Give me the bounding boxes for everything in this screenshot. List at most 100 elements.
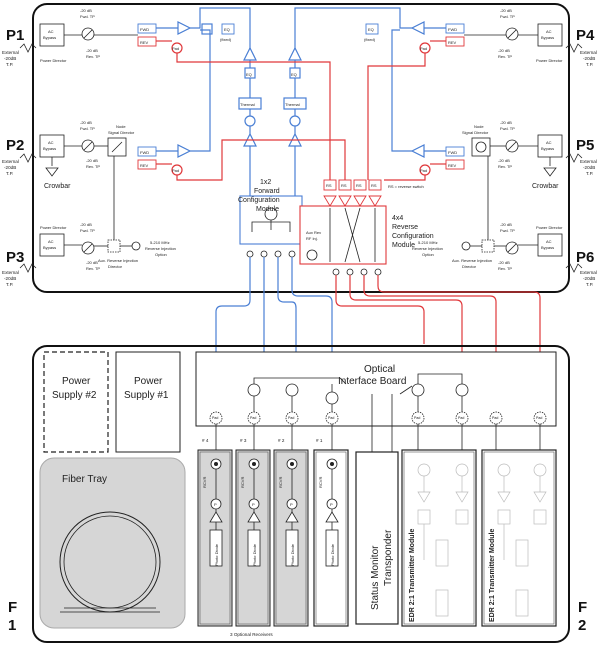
svg-text:1x2: 1x2: [260, 179, 271, 186]
svg-text:T.P.: T.P.: [6, 62, 13, 67]
svg-text:REV: REV: [448, 40, 457, 45]
svg-text:Interface Board: Interface Board: [338, 376, 406, 387]
eq-right: EQ (fixed): [364, 23, 379, 42]
power-supply-2: Power Supply #2: [43, 351, 109, 453]
pad-tx2b: Pad: [536, 416, 542, 420]
rs-3: [353, 179, 367, 191]
fwd-rev-left-1: FWD REV: [137, 23, 157, 47]
external-tp-right-3: External -20dB T.P.: [580, 270, 597, 287]
svg-text:Signal Director: Signal Director: [108, 130, 135, 135]
crowbar-right: Crowbar: [532, 157, 559, 190]
ac-bypass-p2: AC Bypass: [39, 134, 65, 158]
svg-text:5-210 MHz: 5-210 MHz: [150, 240, 170, 245]
pad-tx2a: Pad: [492, 416, 498, 420]
svg-text:Rev. TP: Rev. TP: [498, 266, 512, 271]
pad-tx1b: Pad: [458, 416, 464, 420]
svg-text:Fwd. TP: Fwd. TP: [500, 14, 515, 19]
fwd-rev-right-1: FWD REV: [445, 23, 465, 47]
svg-text:Photo Diode: Photo Diode: [252, 543, 257, 566]
svg-text:Fwd. TP: Fwd. TP: [80, 228, 95, 233]
power-supply-1: Power Supply #1: [115, 351, 181, 453]
fwd-rev-right-2: FWD REV: [445, 146, 465, 170]
pad-l2: Pad: [172, 168, 179, 173]
svg-text:-20 dB: -20 dB: [500, 120, 512, 125]
rs-1: [323, 179, 337, 191]
svg-text:4x4: 4x4: [392, 215, 403, 222]
svg-text:Option: Option: [422, 252, 434, 257]
pad-l1: Pad: [172, 46, 179, 51]
aux-rev-inj-left: Aux. Reverse Injection Director 5-210 MH…: [98, 239, 176, 269]
port-p6: P6: [576, 249, 594, 266]
external-tp-right-1: External -20dB T.P.: [580, 50, 597, 67]
svg-text:P: P: [252, 502, 255, 507]
svg-text:External: External: [580, 159, 597, 164]
svg-text:Node: Node: [474, 124, 484, 129]
svg-text:Fiber Tray: Fiber Tray: [62, 474, 107, 485]
svg-text:Reverse Injection: Reverse Injection: [145, 246, 176, 251]
svg-text:FWD: FWD: [448, 27, 457, 32]
svg-text:1: 1: [8, 617, 16, 634]
svg-text:-20dB: -20dB: [4, 276, 16, 281]
svg-text:-20 dB: -20 dB: [86, 260, 98, 265]
rs-1-label: RS: [326, 183, 332, 188]
svg-text:-20 dB: -20 dB: [80, 8, 92, 13]
receiver-2: RCVR P Photo Diode: [273, 449, 309, 627]
svg-text:External: External: [580, 50, 597, 55]
fwd-rev-left-2: FWD REV: [137, 146, 157, 170]
power-director-p6: Power Director: [536, 225, 563, 230]
svg-text:Rev. TP: Rev. TP: [498, 54, 512, 59]
pad-r1: Pad: [420, 46, 427, 51]
svg-text:AC: AC: [546, 140, 552, 145]
power-director-p1: Power Director: [40, 58, 67, 63]
crowbar-left: Crowbar: [44, 157, 71, 190]
transmitter-module-1: EDR 2:1 Transmitter Module: [401, 449, 477, 627]
svg-text:-20 dB: -20 dB: [498, 158, 510, 163]
svg-text:Aux. Reverse Injection: Aux. Reverse Injection: [98, 258, 138, 263]
rs-4: [368, 179, 382, 191]
svg-text:FWD: FWD: [140, 150, 149, 155]
svg-text:Crowbar: Crowbar: [44, 183, 71, 190]
svg-text:Bypass: Bypass: [43, 35, 56, 40]
svg-text:Fwd. TP: Fwd. TP: [500, 228, 515, 233]
rs-3-label: RS: [356, 183, 362, 188]
svg-text:EDR 2:1 Transmitter Module: EDR 2:1 Transmitter Module: [409, 529, 416, 622]
pad-rx4: Pad: [212, 416, 218, 420]
svg-text:Bypass: Bypass: [541, 35, 554, 40]
ac-bypass-p1: AC Bypass: [39, 23, 65, 47]
svg-text:-20 dB: -20 dB: [500, 8, 512, 13]
svg-text:Node: Node: [116, 124, 126, 129]
svg-text:Rev. TP: Rev. TP: [86, 266, 100, 271]
power-director-p3: Power Director: [40, 225, 67, 230]
coupler-left-1: -20 dB Fwd. TP -20 dB Rev. TP: [80, 8, 100, 59]
svg-text:T.P.: T.P.: [586, 62, 593, 67]
svg-text:Director: Director: [108, 264, 123, 269]
svg-text:P: P: [290, 502, 293, 507]
svg-text:-20dB: -20dB: [4, 165, 16, 170]
svg-text:REV: REV: [448, 163, 457, 168]
svg-text:F: F: [578, 599, 587, 616]
svg-text:-20 dB: -20 dB: [80, 120, 92, 125]
svg-text:Photo Diode: Photo Diode: [290, 543, 295, 566]
svg-text:-20 dB: -20 dB: [86, 158, 98, 163]
svg-text:RCVR: RCVR: [240, 477, 245, 488]
svg-text:AC: AC: [546, 239, 552, 244]
ac-bypass-p6: AC Bypass: [537, 233, 563, 257]
svg-text:External: External: [2, 159, 19, 164]
svg-text:T.P.: T.P.: [586, 282, 593, 287]
rx-label-1: # 1: [316, 438, 323, 443]
pad-rx3: Pad: [250, 416, 256, 420]
pad-rx2: Pad: [288, 416, 294, 420]
optional-receivers-label: 3 Optional Receivers: [230, 632, 273, 637]
optical-interface-board: Optical Interface Board: [195, 351, 557, 452]
aux-rev-rf-inj: Aux Rev RF Inj.: [306, 230, 321, 241]
svg-text:AC: AC: [48, 239, 54, 244]
rs-2: [338, 179, 352, 191]
node-signal-director-right: Node Signal Director: [462, 124, 491, 157]
rx-label-2: # 2: [278, 438, 285, 443]
eq-mid-left: EQ: [246, 72, 252, 77]
svg-text:RCVR: RCVR: [202, 477, 207, 488]
port-p1: P1: [6, 27, 24, 44]
svg-text:Forward: Forward: [254, 188, 280, 195]
port-p5: P5: [576, 137, 594, 154]
